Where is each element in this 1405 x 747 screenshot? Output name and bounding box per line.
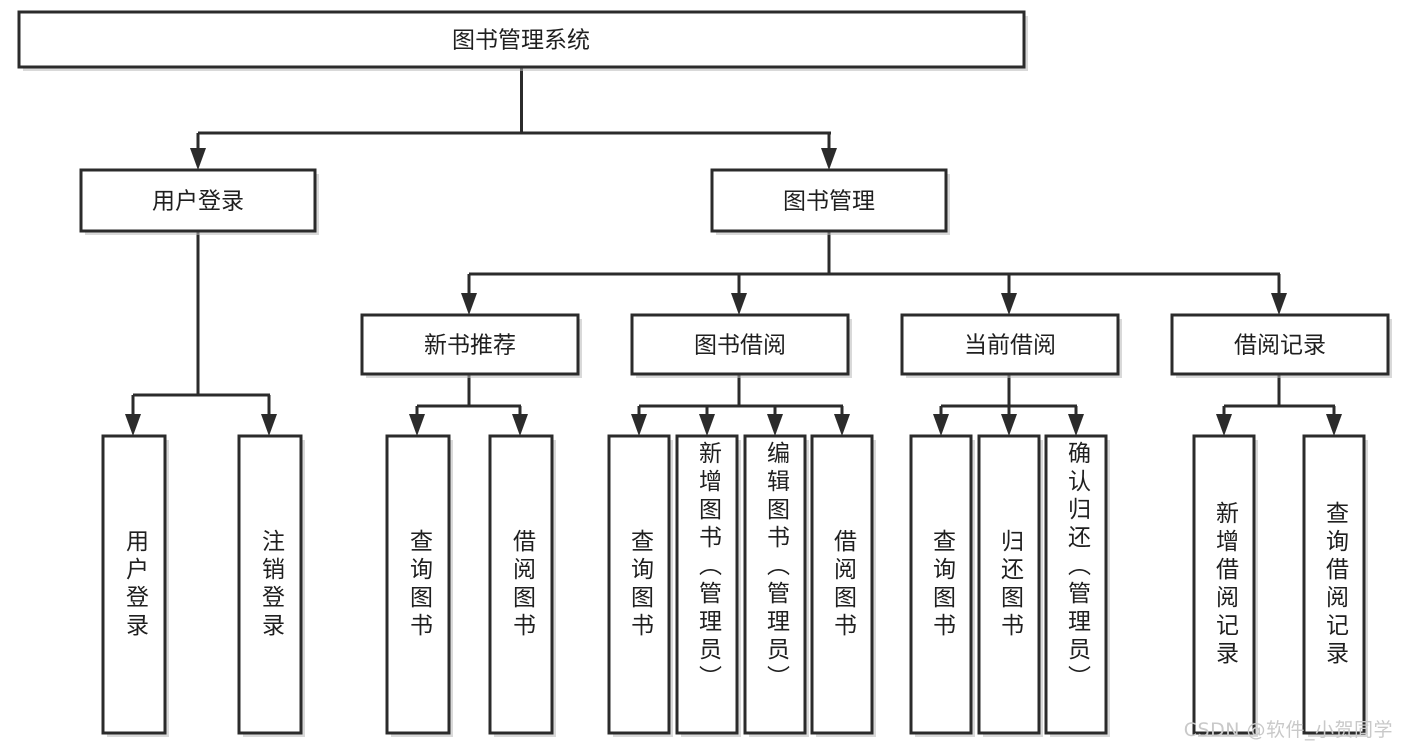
arrowhead-leaf-logout	[261, 414, 277, 436]
connector-group	[125, 67, 1342, 436]
node-root-book-system[interactable]: 图书管理系统	[17, 10, 1028, 71]
leaf-confirm-return-admin-box	[1044, 434, 1108, 735]
current-borrow-label: 当前借阅	[964, 333, 1056, 359]
node-borrow-record[interactable]: 借阅记录	[1170, 313, 1392, 378]
node-new-book-recommend[interactable]: 新书推荐	[360, 313, 582, 378]
leaf-node-confirm-return-admin[interactable]	[1044, 434, 1110, 737]
borrow-record-label: 借阅记录	[1234, 333, 1326, 359]
leaf-node-add-borrow-record[interactable]	[1192, 434, 1258, 737]
leaf-add-borrow-record-box	[1192, 434, 1256, 735]
user-login-label: 用户登录	[152, 189, 244, 215]
leaf-node-query-book[interactable]	[607, 434, 673, 737]
arrowhead-bookborrow-leaf4	[834, 414, 850, 436]
node-current-borrow[interactable]: 当前借阅	[900, 313, 1122, 378]
borrow-record-box	[1170, 313, 1390, 376]
arrowhead-borrow-record	[1271, 293, 1287, 315]
book-borrow-box	[630, 313, 850, 376]
leaf-query-book-current-box	[909, 434, 973, 735]
arrowhead-book-mgmt	[821, 148, 837, 170]
leaf-node-query-book-current[interactable]	[909, 434, 975, 737]
leaf-node-query-book-recommend[interactable]	[385, 434, 453, 737]
arrowhead-book-borrow	[731, 293, 747, 315]
arrowhead-currentborrow-leaf2	[1001, 414, 1017, 436]
arrowhead-bookborrow-leaf2	[699, 414, 715, 436]
new-book-recommend-label: 新书推荐	[424, 333, 516, 359]
node-book-management[interactable]: 图书管理	[710, 168, 950, 235]
leaf-query-borrow-record-box	[1302, 434, 1366, 735]
leaf-borrow-book-box	[810, 434, 874, 735]
arrowhead-borrowrecord-leaf2	[1326, 414, 1342, 436]
leaf-edit-book-admin-box	[743, 434, 807, 735]
user-login-box	[79, 168, 317, 233]
csdn-watermark: CSDN @软件_小贺同学	[1183, 719, 1393, 741]
root-label: 图书管理系统	[452, 28, 590, 54]
arrowhead-currentborrow-leaf3	[1068, 414, 1084, 436]
leaf-query-book-recommend-box	[385, 434, 451, 735]
leaf-return-book-box	[977, 434, 1041, 735]
leaf-node-borrow-book-recommend[interactable]	[488, 434, 556, 737]
book-borrow-label: 图书借阅	[694, 333, 786, 359]
leaf-user-login-box	[101, 434, 167, 735]
leaf-node-query-borrow-record[interactable]	[1302, 434, 1368, 737]
arrowhead-currentborrow-leaf1	[933, 414, 949, 436]
arrowhead-current-borrow	[1001, 293, 1017, 315]
book-management-box	[710, 168, 948, 233]
arrowhead-new-book	[461, 293, 477, 315]
arrowhead-bookborrow-leaf3	[767, 414, 783, 436]
leaf-query-book-box	[607, 434, 671, 735]
node-book-borrow[interactable]: 图书借阅	[630, 313, 852, 378]
arrowhead-newbook-leaf2	[512, 414, 528, 436]
leaf-node-borrow-book[interactable]	[810, 434, 876, 737]
arrowhead-newbook-leaf1	[409, 414, 425, 436]
leaf-add-book-admin-box	[675, 434, 739, 735]
node-user-login[interactable]: 用户登录	[79, 168, 319, 235]
leaf-borrow-book-recommend-box	[488, 434, 554, 735]
leaf-node-logout[interactable]	[237, 434, 305, 737]
leaf-node-edit-book-admin[interactable]	[743, 434, 809, 737]
leaf-node-return-book[interactable]	[977, 434, 1043, 737]
new-book-recommend-box	[360, 313, 580, 376]
book-management-label: 图书管理	[783, 189, 875, 215]
arrowhead-leaf-user-login	[125, 414, 141, 436]
leaf-node-add-book-admin[interactable]	[675, 434, 741, 737]
leaf-node-user-login[interactable]	[101, 434, 169, 737]
arrowhead-bookborrow-leaf1	[631, 414, 647, 436]
arrowhead-borrowrecord-leaf1	[1216, 414, 1232, 436]
root-box	[17, 10, 1026, 69]
current-borrow-box	[900, 313, 1120, 376]
leaf-logout-box	[237, 434, 303, 735]
arrowhead-user-login	[190, 148, 206, 170]
